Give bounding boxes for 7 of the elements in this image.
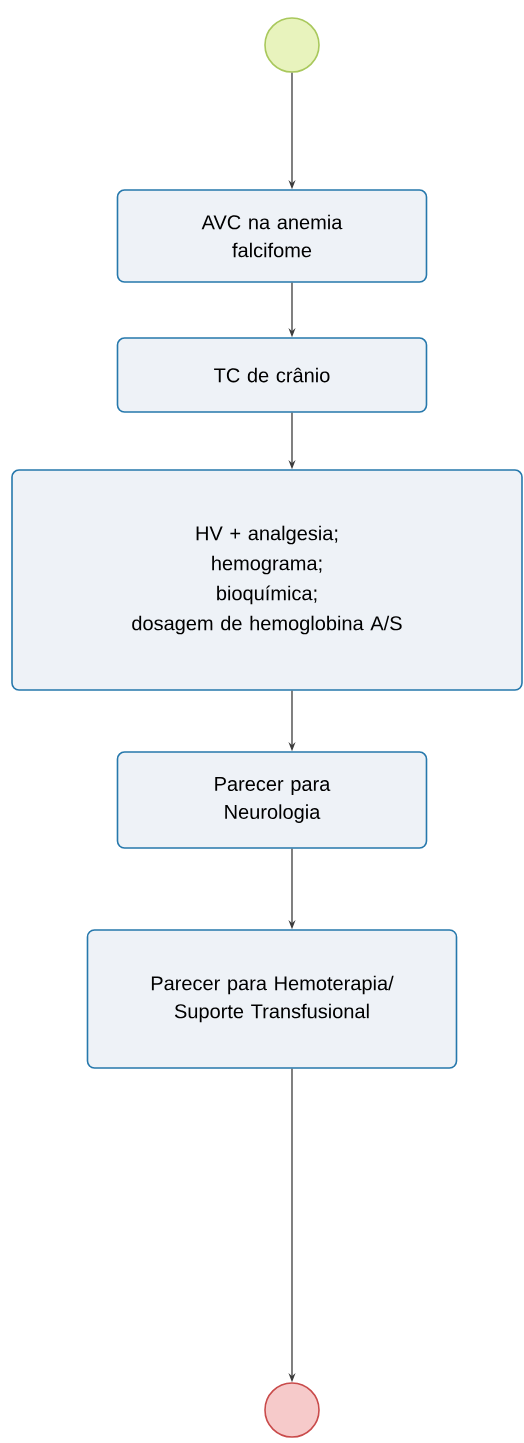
process-box: TC de crânio <box>116 337 428 413</box>
end-node <box>264 1382 320 1438</box>
process-box: Parecer para Hemoterapia/ Suporte Transfusional <box>86 929 458 1069</box>
process-box: AVC na anemia falcifome <box>116 189 428 283</box>
start-node <box>264 17 320 73</box>
process-box: HV + analgesia; hemograma; bioquímica; dosagem de hemoglobina A/S <box>11 469 523 691</box>
process-box: Parecer para Neurologia <box>116 751 428 849</box>
